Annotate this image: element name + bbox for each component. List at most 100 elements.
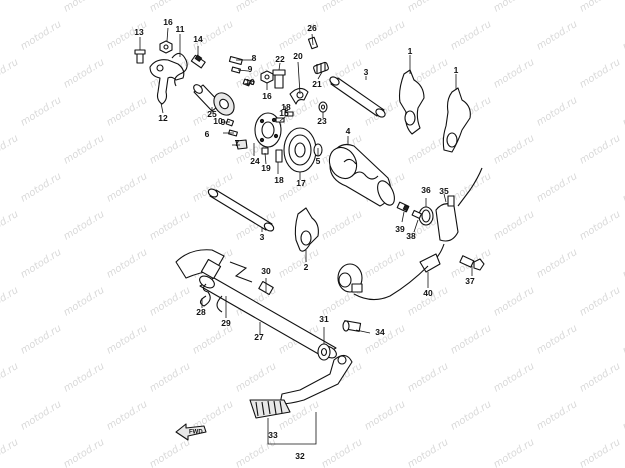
watermark-text: motod.ru <box>535 399 580 433</box>
part-return-spring-28 <box>199 283 223 313</box>
part-fork-shaft-3b <box>207 188 275 232</box>
part-bolt-34 <box>342 320 362 332</box>
watermark-text: motod.ru <box>535 171 580 205</box>
watermark-text: motod.ru <box>492 361 537 395</box>
part-pin-18b <box>275 149 283 163</box>
callout-number: 8 <box>252 53 257 63</box>
part-washer-31 <box>317 343 331 361</box>
watermark-text: motod.ru <box>492 285 537 319</box>
watermark-text: motod.ru <box>148 437 193 468</box>
watermark-text: motod.ru <box>406 437 451 468</box>
watermark-text: motod.ru <box>492 0 537 15</box>
watermark-text: motod.ru <box>621 399 625 433</box>
watermark-text: motod.ru <box>105 247 150 281</box>
watermark-text: motod.ru <box>492 209 537 243</box>
callout-number: 7 <box>235 138 240 148</box>
callout-number: 28 <box>196 307 206 317</box>
watermark-text: motod.ru <box>406 0 451 15</box>
callout-number: 12 <box>158 113 168 123</box>
part-shift-drum-4 <box>328 143 395 207</box>
part-pin-15 <box>190 54 206 69</box>
part-nut-16b <box>260 70 274 84</box>
part-pin-39 <box>396 201 410 213</box>
callout-number: 36 <box>421 185 431 195</box>
watermark-text: motod.ru <box>320 437 365 468</box>
watermark-text: motod.ru <box>578 209 623 243</box>
callout-number: 17 <box>296 178 306 188</box>
watermark-text: motod.ru <box>19 19 64 53</box>
callout-number: 15 <box>279 108 289 118</box>
watermark-text: motod.ru <box>148 285 193 319</box>
part-shift-arm-20 <box>289 87 309 105</box>
callout-number: 10 <box>213 116 223 126</box>
part-screw-10b <box>225 118 235 127</box>
callout-number: 32 <box>295 451 305 461</box>
watermark-text: motod.ru <box>449 399 494 433</box>
watermark-text: motod.ru <box>148 209 193 243</box>
watermark-text: motod.ru <box>234 361 279 395</box>
callout-number: 3 <box>364 67 369 77</box>
watermark-text: motod.ru <box>578 133 623 167</box>
watermark-text: motod.ru <box>363 19 408 53</box>
part-bearing-17 <box>283 127 317 173</box>
part-pin-18a <box>284 111 294 117</box>
callout-number: 14 <box>193 34 203 44</box>
watermark-text: motod.ru <box>621 323 625 357</box>
part-bolt-37 <box>459 255 485 271</box>
watermark-text: motod.ru <box>0 57 20 91</box>
part-pedal-rubber-33 <box>249 399 291 419</box>
watermark-text: motod.ru <box>0 133 20 167</box>
watermark-text: motod.ru <box>320 0 365 15</box>
callout-number: 22 <box>275 54 285 64</box>
watermark-text: motod.ru <box>578 361 623 395</box>
watermark-text: motod.ru <box>277 247 322 281</box>
watermark-text: motod.ru <box>535 247 580 281</box>
part-spring-29 <box>229 261 253 283</box>
part-nut-16 <box>159 40 173 54</box>
watermark-text: motod.ru <box>363 399 408 433</box>
callout-number: 30 <box>261 266 271 276</box>
part-fork-shaft-3a <box>329 76 386 118</box>
callout-number: 34 <box>375 327 385 337</box>
part-oring-36 <box>418 206 434 226</box>
watermark-text: motod.ru <box>62 133 107 167</box>
callout-number: 13 <box>134 27 144 37</box>
watermark-text: motod.ru <box>621 19 625 53</box>
callout-number: 26 <box>307 23 317 33</box>
watermark-text: motod.ru <box>535 323 580 357</box>
part-shift-cam-plate-24 <box>254 112 282 148</box>
callout-number: 35 <box>439 186 449 196</box>
part-spring-11 <box>171 52 188 87</box>
watermark-text: motod.ru <box>19 247 64 281</box>
callout-number: 10 <box>245 77 255 87</box>
callout-number: 20 <box>293 51 303 61</box>
watermark-text: motod.ru <box>105 171 150 205</box>
watermark-text: motod.ru <box>234 437 279 468</box>
watermark-text: motod.ru <box>105 399 150 433</box>
callout-number: 3 <box>260 232 265 242</box>
part-pin-38 <box>411 209 423 219</box>
part-shift-fork-2 <box>294 207 319 252</box>
watermark-text: motod.ru <box>62 285 107 319</box>
part-washer-23 <box>318 101 328 113</box>
watermark-text: motod.ru <box>0 209 20 243</box>
watermark-text: motod.ru <box>148 133 193 167</box>
part-bolt-13 <box>134 49 146 64</box>
watermark-text: motod.ru <box>621 171 625 205</box>
part-shift-cam-gear-25 <box>193 84 235 116</box>
callout-number: 40 <box>423 288 433 298</box>
callout-number: 5 <box>316 156 321 166</box>
callout-number: 31 <box>319 314 329 324</box>
watermark-text: motod.ru <box>578 437 623 468</box>
callout-number: 33 <box>268 430 278 440</box>
watermark-text: motod.ru <box>19 171 64 205</box>
part-gearshift-lever-32 <box>279 354 353 405</box>
part-pin-9a <box>231 66 241 74</box>
callout-number: 2 <box>304 262 309 272</box>
callout-number: 6 <box>205 129 210 139</box>
part-neutral-switch-35 <box>431 167 483 263</box>
callout-number: 16 <box>163 17 173 27</box>
callout-number: 38 <box>406 231 416 241</box>
part-roller-21 <box>313 61 329 75</box>
watermark-text: motod.ru <box>19 399 64 433</box>
